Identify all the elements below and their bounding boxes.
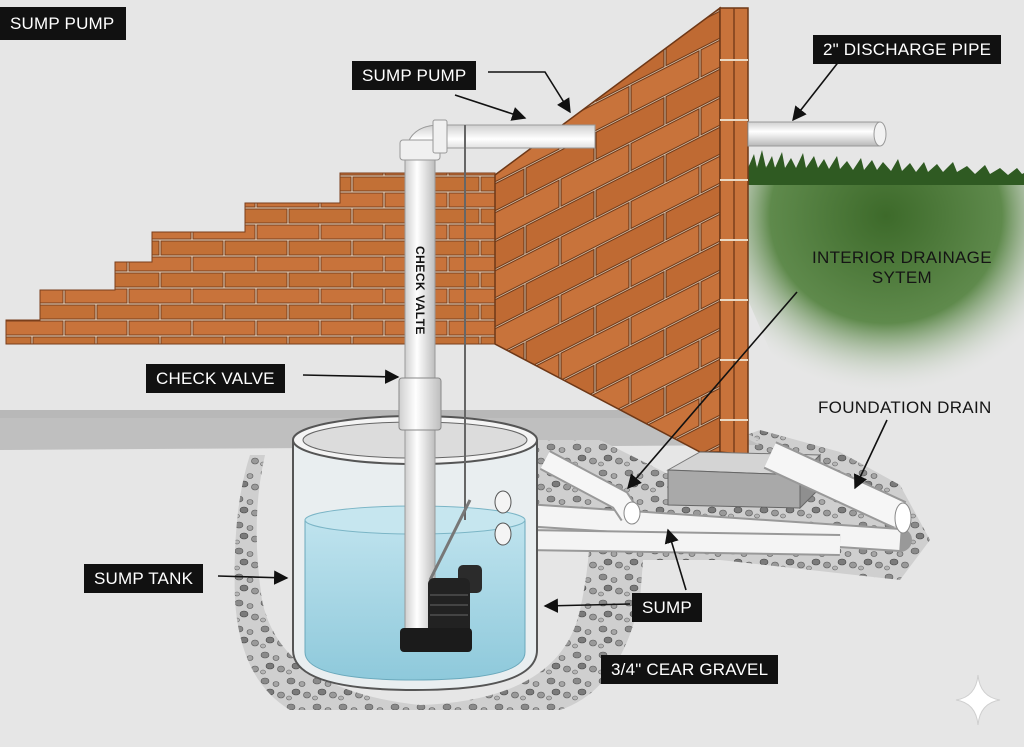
drainage-pipes (513, 441, 912, 556)
interior-drainage-label: INTERIOR DRAINAGE SYTEM (812, 248, 992, 287)
sparkle-icon (955, 674, 1001, 726)
leader-lines (217, 59, 888, 613)
discharge-pipe-label: 2" DISCHARGE PIPE (813, 35, 1002, 64)
vertical-discharge-pipe (398, 119, 596, 631)
gravel-label: 3/4" CEAR GRAVEL (601, 655, 779, 684)
discharge-pipe-outside (747, 121, 887, 147)
corner-title-label: SUMP PUMP (0, 7, 127, 40)
brick-wall-side (494, 6, 749, 456)
interior-drainage-line1: INTERIOR DRAINAGE (812, 248, 992, 267)
foundation-drain-label: FOUNDATION DRAIN (818, 398, 992, 417)
grass-area (748, 150, 1024, 420)
brick-wall-back (5, 172, 496, 345)
sump-pump-label: SUMP PUMP (352, 61, 477, 90)
check-valve-label: CHECK VALVE (146, 364, 285, 393)
sump-label: SUMP (632, 593, 702, 622)
interior-drainage-line2: SYTEM (871, 267, 932, 287)
pipe-printed-text: CHECK VALTE (413, 246, 427, 336)
sump-tank-label: SUMP TANK (84, 564, 204, 593)
sump-pump-unit (400, 499, 482, 652)
